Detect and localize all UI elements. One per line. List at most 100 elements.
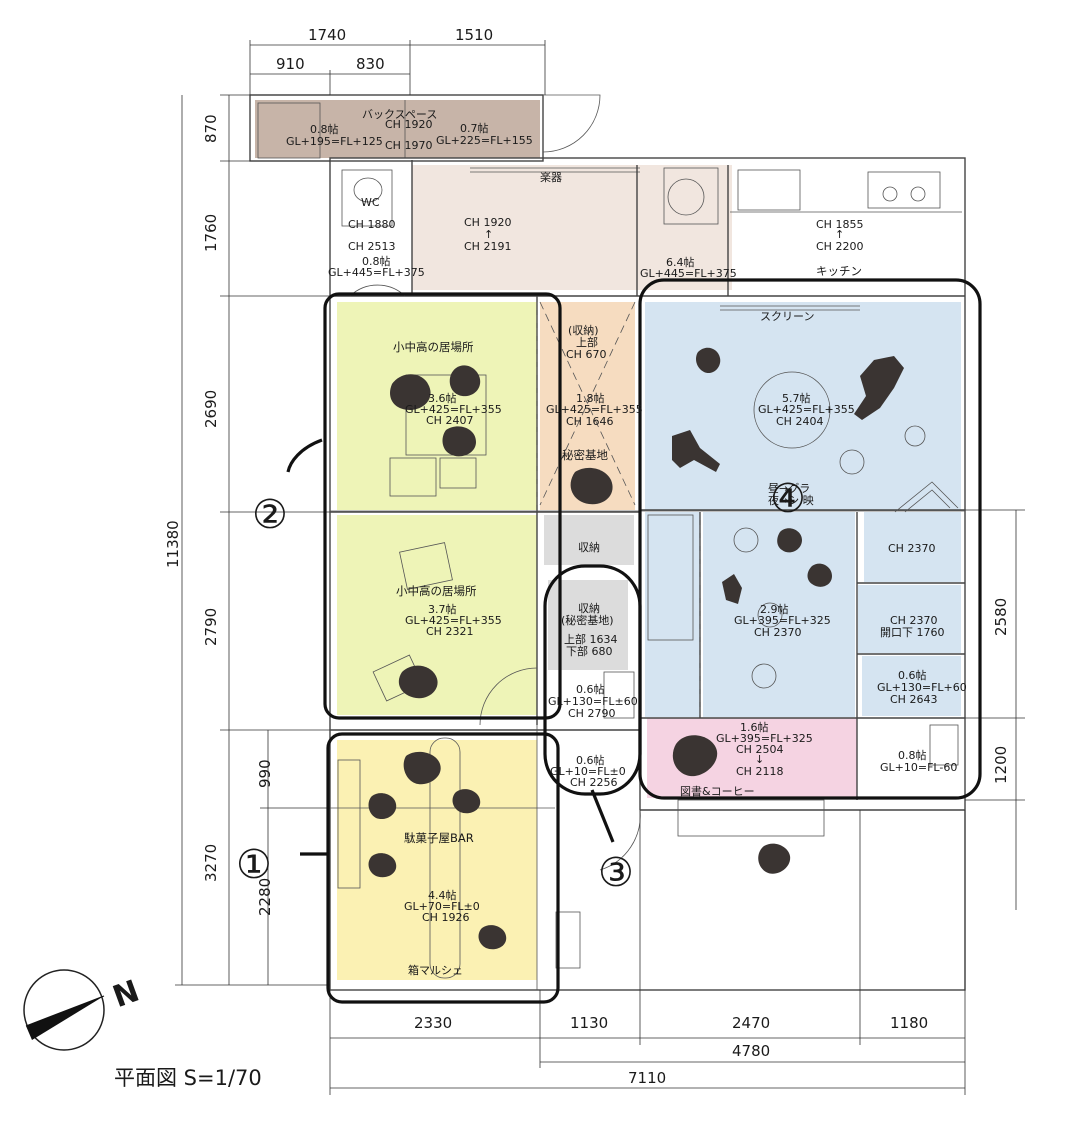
room4-main-level: GL+425=FL+355 <box>758 403 855 416</box>
right-c-area: 0.6帖 <box>898 669 927 682</box>
room4-mid-level: GL+395=FL+325 <box>734 614 831 627</box>
room4-main-ch: CH 2404 <box>776 415 823 428</box>
secret-title: 秘密基地 <box>562 448 608 462</box>
small1-area: 0.6帖 <box>576 683 605 696</box>
wc-level: GL+445=FL+375 <box>328 266 425 279</box>
wc-ch2: CH 2513 <box>348 240 395 253</box>
dim-left-2790: 2790 <box>202 608 220 646</box>
backspace-right-area: 0.7帖 <box>460 122 489 135</box>
room4-left-fill <box>645 512 700 717</box>
room4-note-day: 昼→グラ <box>768 481 810 495</box>
backspace-left-area: 0.8帖 <box>310 123 339 136</box>
right-c-fill <box>862 656 961 716</box>
person-figure <box>854 356 904 420</box>
dim-bottom-2330: 2330 <box>414 1014 452 1032</box>
dim-top-1510: 1510 <box>455 26 493 44</box>
person-figure <box>672 735 718 777</box>
room4-note-night: 夜→シ 映 <box>768 493 814 507</box>
secret-ch: CH 1646 <box>566 415 613 428</box>
storage-fill <box>544 515 634 565</box>
dim-bottom-2470: 2470 <box>732 1014 770 1032</box>
storage2-lower: 下部 680 <box>566 644 613 658</box>
gakki-label: 楽器 <box>540 171 562 184</box>
dim-left-11380: 11380 <box>164 520 182 568</box>
room2-lower-ch: CH 2321 <box>426 625 473 638</box>
dimension-lines <box>175 40 1025 1095</box>
kitchen-arrow: ↑ <box>835 228 844 241</box>
wc-area: 0.8帖 <box>362 255 391 268</box>
secret-upper: 上部 <box>576 335 598 349</box>
library-ch2: CH 2118 <box>736 765 783 778</box>
dim-right-2580: 2580 <box>992 598 1010 636</box>
bar-title: 駄菓子屋BAR <box>404 831 474 845</box>
backspace-title: バックスペース <box>362 108 437 121</box>
dim-bottom-1180: 1180 <box>890 1014 928 1032</box>
room2-upper-title: 小中高の居場所 <box>393 340 474 354</box>
person-figure <box>449 365 481 397</box>
person-figure <box>478 925 507 950</box>
backspace-ch1: CH 1920 <box>385 118 432 131</box>
backspace-fill <box>255 100 540 158</box>
person-figure <box>390 374 431 410</box>
zone-marker-2: ② <box>252 492 288 538</box>
dim-left-1760: 1760 <box>202 214 220 252</box>
person-figure <box>452 789 481 814</box>
person-figure <box>442 426 476 457</box>
room4-main-area: 5.7帖 <box>782 392 811 405</box>
bar-area: 4.4帖 <box>428 889 457 902</box>
library-title: 図書&コーヒー <box>680 784 755 798</box>
north-arrow <box>23 969 105 1051</box>
room2-upper-fill <box>337 302 537 510</box>
wc-ch1: CH 1880 <box>348 218 395 231</box>
room4-mid-area: 2.9帖 <box>760 603 789 616</box>
room2-lower-title: 小中高の居場所 <box>396 584 477 598</box>
person-figure <box>758 843 791 874</box>
zone-outlines <box>286 278 982 1004</box>
person-figure <box>696 347 721 374</box>
secret-area: 1.8帖 <box>576 392 605 405</box>
storage2-title: 収納 <box>578 602 600 615</box>
dim-left-870: 870 <box>202 114 220 143</box>
right-a-ch: CH 2370 <box>888 542 935 555</box>
room4-mid-ch: CH 2370 <box>754 626 801 639</box>
dim-bottom-4780: 4780 <box>732 1042 770 1060</box>
person-figure <box>807 563 832 587</box>
person-figure <box>777 528 802 553</box>
backspace-left-level: GL+195=FL+125 <box>286 135 383 148</box>
people-figures <box>368 347 904 950</box>
dim-left-2690: 2690 <box>202 390 220 428</box>
scale-label: 平面図 S=1/70 <box>114 1066 262 1090</box>
library-area: 1.6帖 <box>740 721 769 734</box>
right-b-ch: CH 2370 <box>890 614 937 627</box>
dimension-labels: 1740 1510 910 830 870 1760 2690 11380 27… <box>164 26 1010 1087</box>
dim-top-910: 910 <box>276 55 305 73</box>
secret-level: GL+425=FL+355 <box>546 403 643 416</box>
screen-label: スクリーン <box>760 310 814 323</box>
person-figure <box>403 751 441 785</box>
hall-arrow: ↑ <box>484 228 493 241</box>
room2-lower-level: GL+425=FL+355 <box>405 614 502 627</box>
north-label: N <box>108 974 144 1015</box>
upper-hall-fill <box>412 165 732 290</box>
kitchen-ch1: CH 1855 <box>816 218 863 231</box>
person-figure <box>722 574 742 604</box>
backspace-ch2: CH 1970 <box>385 139 432 152</box>
bar-ch: CH 1926 <box>422 911 469 924</box>
dim-top-1740: 1740 <box>308 26 346 44</box>
small1-level: GL+130=FL±60 <box>548 695 638 708</box>
dim-right-1200: 1200 <box>992 746 1010 784</box>
wc-title: WC <box>361 196 380 209</box>
hall-ch2: CH 2191 <box>464 240 511 253</box>
library-ch1: CH 2504 <box>736 743 783 756</box>
person-figure <box>570 467 613 505</box>
dim-top-830: 830 <box>356 55 385 73</box>
right-c-level: GL+130=FL+60 <box>877 681 967 694</box>
storage2-upper: 上部 1634 <box>564 632 618 646</box>
small2-level: GL+10=FL±0 <box>550 765 626 778</box>
zone-markers: ① ② ③ ④ <box>236 476 806 896</box>
room2-upper-ch: CH 2407 <box>426 414 473 427</box>
storage1-title: 収納 <box>578 541 600 554</box>
room-labels: バックスペース 0.8帖 GL+195=FL+125 CH 1920 CH 19… <box>286 108 967 977</box>
person-figure <box>398 665 438 699</box>
market-label: 箱マルシェ <box>408 963 463 977</box>
